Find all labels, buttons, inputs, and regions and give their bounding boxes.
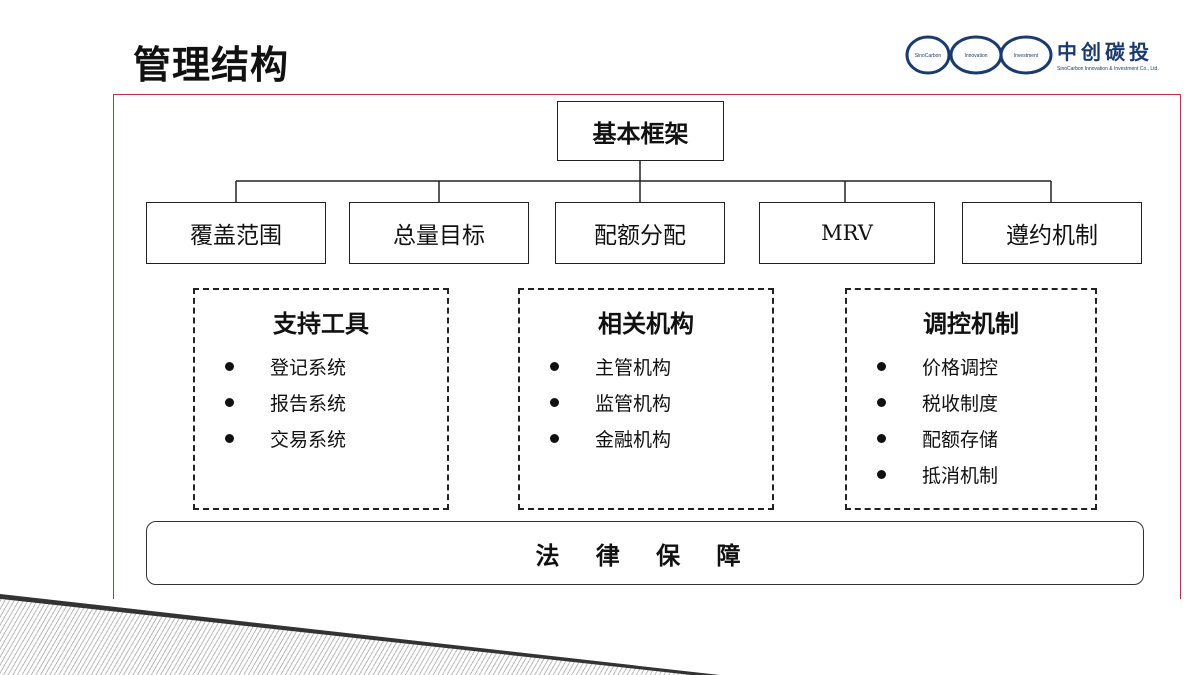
group-title: 调控机制 <box>923 310 1019 338</box>
list-item-label: 监管机构 <box>595 392 672 415</box>
bullet-icon <box>877 433 886 443</box>
list-item-label: 价格调控 <box>922 356 999 379</box>
list-item-label: 主管机构 <box>595 356 672 379</box>
list-item: 抵消机制 <box>877 456 998 492</box>
slide-title: 管理结构 <box>133 43 290 87</box>
bullet-icon <box>877 397 886 407</box>
group-title: 相关机构 <box>598 310 694 338</box>
group-title: 支持工具 <box>273 310 369 338</box>
list-item: 监管机构 <box>550 384 671 420</box>
list-item: 报告系统 <box>225 384 346 420</box>
list-item-label: 登记系统 <box>270 356 347 379</box>
group-related-institutions: 相关机构 主管机构 监管机构 金融机构 <box>518 288 774 510</box>
bullet-icon <box>550 433 559 443</box>
list-item-label: 金融机构 <box>595 428 672 451</box>
bullet-icon <box>225 433 234 443</box>
child-box-mrv: MRV <box>759 202 935 264</box>
list-item-label: 配额存储 <box>922 428 999 451</box>
logo-label-2: Innovation <box>964 53 987 59</box>
logo-label-1: SinoCarbon <box>915 53 942 59</box>
bullet-icon <box>550 397 559 407</box>
list-item: 金融机构 <box>550 420 671 456</box>
list-item: 配额存储 <box>877 420 998 456</box>
bullet-icon <box>225 397 234 407</box>
child-box-coverage: 覆盖范围 <box>146 202 326 264</box>
logo-label-3: Investment <box>1014 53 1039 59</box>
logo-cn-name: 中创碳投 <box>1057 40 1153 64</box>
legal-foundation-bar: 法 律 保 障 <box>146 521 1144 585</box>
list-item: 交易系统 <box>225 420 346 456</box>
child-box-compliance: 遵约机制 <box>962 202 1142 264</box>
group-support-tools: 支持工具 登记系统 报告系统 交易系统 <box>193 288 449 510</box>
bullet-icon <box>225 361 234 371</box>
group-regulation-mechanisms: 调控机制 价格调控 税收制度 配额存储 抵消机制 <box>845 288 1097 510</box>
list-item-label: 抵消机制 <box>922 464 999 487</box>
list-item-label: 税收制度 <box>922 392 999 415</box>
list-item: 价格调控 <box>877 348 998 384</box>
logo-ellipses-icon: SinoCarbon Innovation Investment <box>905 35 1053 75</box>
bullet-icon <box>877 361 886 371</box>
list-item: 登记系统 <box>225 348 346 384</box>
company-logo: SinoCarbon Innovation Investment 中创碳投 Si… <box>905 30 1185 86</box>
list-item-label: 报告系统 <box>270 392 347 415</box>
child-box-allocation: 配额分配 <box>555 202 725 264</box>
logo-en-name: SinoCarbon Innovation & Investment Co., … <box>1057 66 1159 72</box>
child-box-cap: 总量目标 <box>349 202 529 264</box>
root-box: 基本框架 <box>557 101 724 161</box>
list-item: 税收制度 <box>877 384 998 420</box>
bullet-icon <box>877 469 886 479</box>
content-frame <box>113 94 1181 599</box>
list-item: 主管机构 <box>550 348 671 384</box>
bullet-icon <box>550 361 559 371</box>
list-item-label: 交易系统 <box>270 428 347 451</box>
